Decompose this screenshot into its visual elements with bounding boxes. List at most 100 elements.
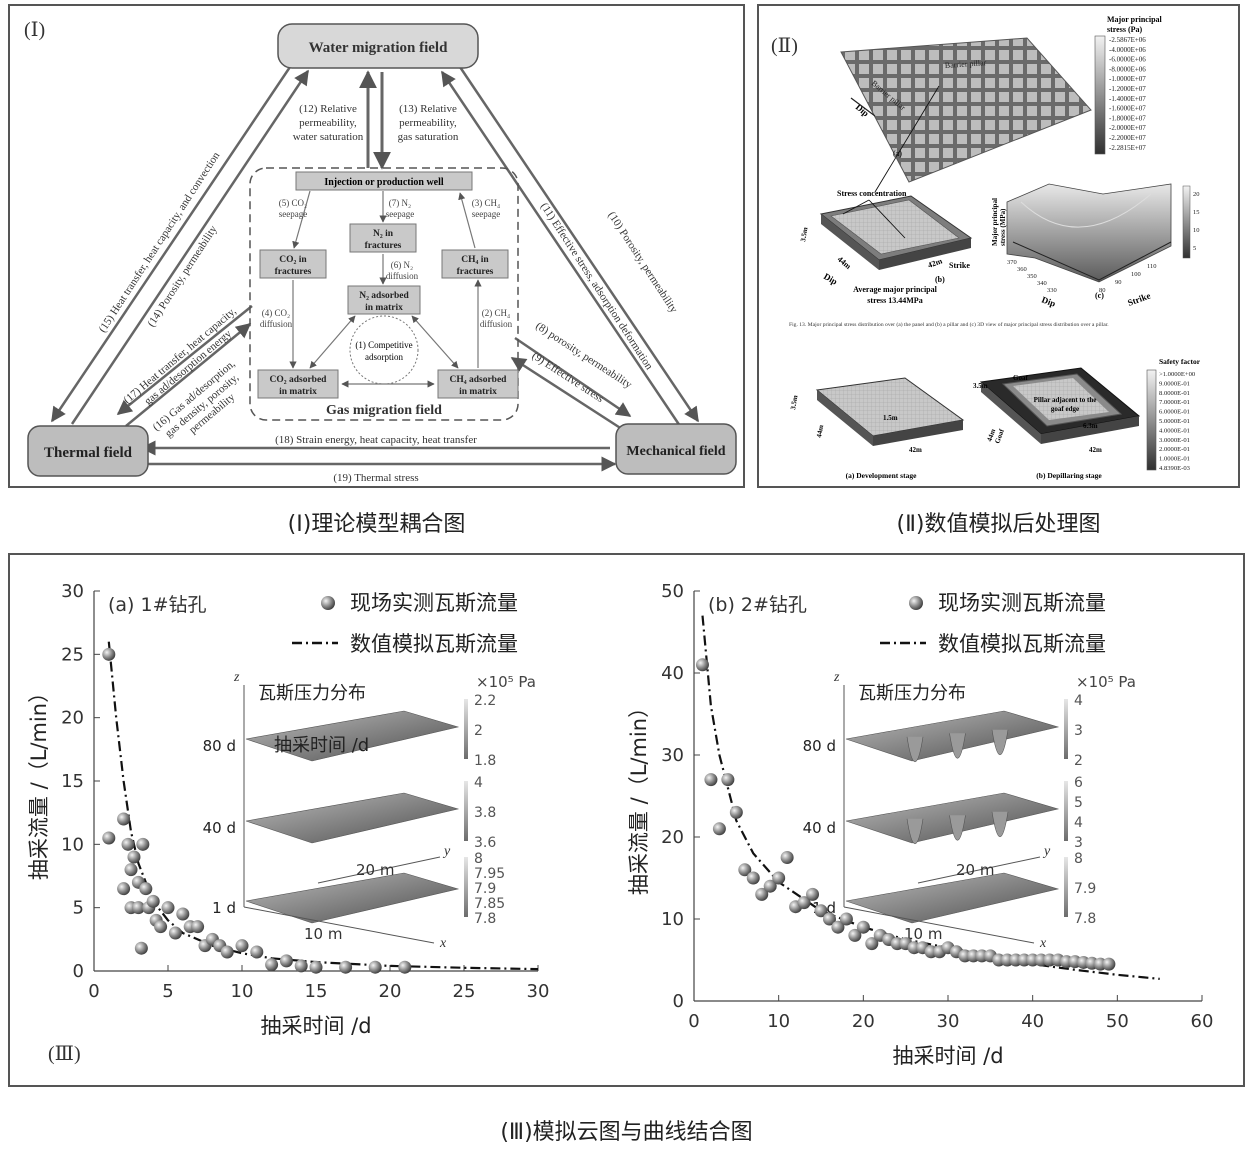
simulated-flow-line	[701, 615, 1160, 980]
legend-a-value: -2.2815E+07	[1109, 144, 1146, 152]
y-tick-label: 50	[661, 581, 684, 602]
label-13-1: (13) Relative	[399, 103, 457, 115]
n2-adsorbed-node	[347, 285, 421, 315]
inset-y-axis	[317, 856, 441, 884]
competitive-label-2: adsorption	[365, 352, 403, 362]
legend-label-simulated: 数值模拟瓦斯流量	[350, 632, 518, 656]
tick-c-dip: 340	[1037, 280, 1047, 287]
cbar-c	[1182, 185, 1191, 259]
ch4-adsorbed-label-1: CH₄ adsorbed	[450, 375, 508, 385]
legend-a-title-1: Major principal	[1107, 15, 1163, 24]
inset-layer-label: 1 d	[212, 899, 236, 917]
label-2-2: diffusion	[480, 319, 513, 329]
x-tick-label: 0	[88, 981, 99, 1002]
inset-colorbar-label: 1.8	[474, 753, 496, 769]
y-tick-label: 0	[73, 961, 84, 982]
inset-colorbar-label: 2	[474, 723, 483, 739]
tick-c-dip: 370	[1007, 259, 1017, 266]
x-tick-label: 5	[162, 981, 173, 1002]
inset-pressure-drop	[991, 729, 1009, 755]
y-tick-label: 30	[61, 581, 84, 602]
legend-a-bar	[1094, 35, 1106, 155]
inset-pressure-drop	[991, 811, 1009, 837]
inset-colorbar	[1064, 781, 1068, 841]
legend-a-value: -6.0000E+06	[1109, 56, 1146, 64]
x-axis-label: 抽采时间 /d	[260, 1014, 371, 1038]
avg-stress-2: stress 13.44MPa	[867, 296, 922, 305]
inset-pressure-sheet	[845, 872, 1060, 924]
inset-title: 瓦斯压力分布	[258, 683, 366, 704]
inset-y-label: y	[442, 844, 451, 859]
ch4-adsorbed-label-2: in matrix	[459, 387, 497, 397]
inset-colorbar-label: 6	[1074, 775, 1083, 791]
measured-flow-point	[797, 896, 811, 910]
measured-flow-point	[772, 871, 786, 885]
measured-flow-point	[746, 871, 760, 885]
cbar-c-value: 20	[1193, 191, 1200, 198]
gas-migration-box	[249, 167, 519, 421]
inset-title: 瓦斯压力分布	[858, 683, 966, 704]
ch4-fractures-label-1: CH₄ in	[461, 255, 489, 265]
measured-flow-point	[220, 945, 234, 959]
measured-flow-point	[117, 882, 131, 896]
co2-adsorbed-node	[257, 369, 339, 399]
co2-adsorbed-label-2: in matrix	[279, 387, 317, 397]
tick-c-strike: 80	[1099, 287, 1106, 294]
measured-flow-point	[848, 928, 862, 942]
gas-field-label: Gas migration field	[326, 403, 442, 418]
cbar-c-value: 5	[1193, 245, 1196, 252]
label-12-1: (12) Relative	[299, 103, 357, 115]
roman-label-2: (Ⅱ)	[771, 35, 798, 57]
inset-pressure-drop	[906, 736, 924, 762]
inset-colorbar-label: 8	[1074, 851, 1083, 867]
dim-15-dev: 1.5m	[883, 414, 898, 422]
inset-colorbar-label: 3.6	[474, 835, 496, 851]
tick-c-strike: 110	[1147, 263, 1157, 270]
label-7-2: seepage	[386, 209, 414, 219]
caption-panel-2: (Ⅱ)数值模拟后处理图	[896, 512, 1101, 537]
inset-colorbar	[464, 857, 468, 917]
measured-flow-point	[822, 912, 836, 926]
x-tick-label: 20	[379, 981, 402, 1002]
inset-pressure-drop	[906, 818, 924, 844]
measured-flow-point	[780, 851, 794, 864]
inset-y-scale: 20 m	[356, 861, 394, 879]
dim-63-dep: 6.3m	[1083, 422, 1098, 430]
measured-flow-point	[309, 960, 323, 974]
dip-label-b: Dip	[822, 271, 839, 287]
inset-colorbar	[1064, 857, 1068, 917]
measured-flow-point	[721, 773, 735, 787]
label-3-1: (3) CH₄	[472, 198, 500, 208]
y-axis-label: 抽采流量 /（L/min）	[27, 682, 51, 880]
well-label: Injection or production well	[324, 177, 444, 188]
legend-a-value: -8.0000E+06	[1109, 65, 1146, 73]
x-tick-label: 30	[937, 1011, 960, 1032]
tick-c-dip: 330	[1047, 287, 1057, 294]
x-axis-label: 抽采时间 /d	[892, 1044, 1003, 1068]
inset-colorbar-label: 7.95	[474, 866, 505, 882]
inset-colorbar-label: 4	[474, 775, 483, 791]
x-tick-label: 20	[852, 1011, 875, 1032]
legend-a-value: -1.6000E+07	[1109, 105, 1146, 113]
mechanical-field-node	[615, 423, 737, 475]
inset-x-axis	[243, 906, 435, 944]
legend-b-value: 8.0000E-01	[1159, 390, 1190, 397]
measured-flow-point	[398, 960, 412, 974]
dev-stage-label: (a) Development stage	[846, 471, 917, 480]
measured-flow-point	[695, 658, 709, 672]
legend-b-title: Safety factor	[1159, 357, 1201, 366]
legend-b-value: 5.0000E-01	[1159, 418, 1190, 425]
avg-stress-1: Average major principal	[853, 285, 937, 294]
measured-flow-point	[831, 920, 845, 934]
y-tick-label: 10	[61, 834, 84, 855]
y-tick-label: 15	[61, 771, 84, 792]
measured-flow-point	[763, 879, 777, 893]
label-12-2: permeability,	[299, 117, 357, 129]
measured-flow-point	[176, 907, 190, 921]
inset-colorbar-label: 7.8	[474, 911, 496, 927]
label-4-2: diffusion	[260, 319, 293, 329]
measured-flow-point	[168, 926, 182, 940]
